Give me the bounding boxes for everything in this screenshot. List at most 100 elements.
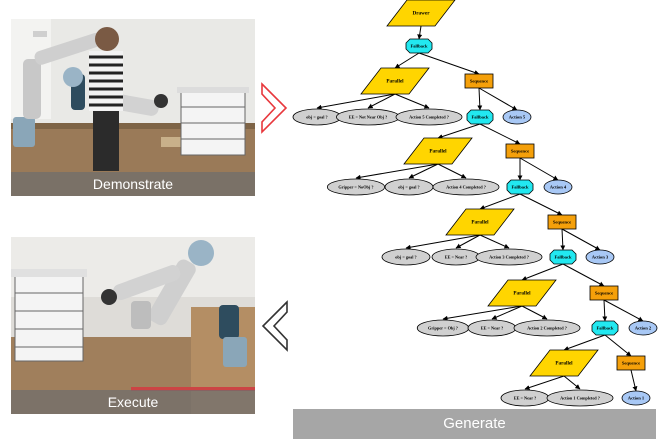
tree-node-action: Action 1	[621, 390, 651, 406]
tree-node-condition: Gripper = Obj ?	[416, 319, 470, 337]
tree-node-condition: Action 1 Completed ?	[546, 389, 614, 407]
tree-node-condition: EE = Near ?	[500, 389, 550, 407]
tree-edge	[603, 299, 644, 322]
tree-node-label: Fallback	[471, 115, 489, 120]
tree-edges	[316, 25, 644, 392]
tree-node-shape	[403, 137, 473, 165]
tree-node-action: Action 5	[502, 109, 532, 125]
tree-node-sequence: Sequence	[616, 355, 646, 371]
tree-node-label: Action 3 Completed ?	[489, 255, 529, 260]
tree-node-sequence: Sequence	[464, 73, 494, 89]
tree-edge	[519, 193, 563, 216]
tree-edge	[455, 234, 481, 249]
tree-node-condition: EE = Not Near Obj ?	[336, 108, 400, 126]
tree-edge	[563, 375, 581, 390]
tree-node-action: Action 4	[543, 179, 573, 195]
tree-node-shape	[381, 248, 431, 266]
tree-node-shape	[505, 143, 535, 159]
tree-node-sequence: Sequence	[505, 143, 535, 159]
tree-edge	[521, 305, 548, 320]
tree-node-parallel: Parallel	[487, 279, 557, 307]
tree-node-label: Gripper = NoObj ?	[338, 185, 373, 190]
tree-node-shape	[386, 0, 456, 27]
tree-node-condition: Action 4 Completed ?	[432, 178, 500, 196]
tree-node-condition: EE = Near ?	[467, 319, 517, 337]
tree-node-label: EE = Near ?	[514, 396, 537, 401]
tree-node-label: obj = goal ?	[398, 185, 419, 190]
tree-node-fallback: Fallback	[506, 179, 534, 195]
tree-edge	[477, 87, 483, 111]
tree-node-label: Parallel	[429, 149, 447, 155]
tree-node-shape	[360, 67, 430, 95]
tree-node-fallback: Fallback	[405, 38, 433, 54]
tree-node-label: Action 1	[628, 396, 645, 401]
tree-node-label: Drawer	[413, 11, 431, 17]
tree-edge	[563, 334, 606, 351]
tree-node-sequence: Sequence	[547, 214, 577, 230]
demonstrate-caption: Demonstrate	[11, 172, 255, 196]
tree-node-label: Action 3	[592, 255, 609, 260]
tree-node-shape	[502, 109, 532, 125]
tree-edge	[491, 305, 523, 320]
tree-node-label: Sequence	[511, 149, 529, 154]
tree-node-parallel: Parallel	[360, 67, 430, 95]
tree-node-label: Parallel	[471, 220, 489, 226]
tree-node-shape	[585, 249, 615, 265]
tree-node-label: EE = Near ?	[481, 326, 504, 331]
tree-edge	[367, 93, 396, 109]
tree-edge	[521, 263, 564, 281]
tree-node-label: Sequence	[622, 361, 640, 366]
tree-edge	[442, 305, 523, 321]
tree-node-action: Action 3	[585, 249, 615, 265]
tree-node-condition: EE = Near ?	[431, 248, 481, 266]
tree-node-condition: Action 3 Completed ?	[475, 248, 543, 266]
tree-node-label: Sequence	[470, 79, 488, 84]
tree-node-label: EE = Not Near Obj ?	[349, 115, 388, 120]
tree-node-label: Action 2	[635, 326, 652, 331]
tree-node-label: Gripper = Obj ?	[428, 326, 458, 331]
tree-node-label: Action 5	[509, 115, 526, 120]
tree-node-condition: obj = goal ?	[384, 178, 434, 196]
tree-node-label: Fallback	[596, 326, 614, 331]
tree-node-fallback: Fallback	[466, 109, 494, 125]
chevron-left-icon	[261, 300, 288, 352]
tree-edge	[437, 123, 481, 139]
tree-node-shape	[616, 355, 646, 371]
tree-edge	[437, 163, 467, 179]
tree-node-fallback: Fallback	[549, 249, 577, 265]
tree-node-label: Fallback	[410, 44, 428, 49]
tree-node-fallback: Fallback	[591, 320, 619, 336]
tree-node-label: Parallel	[513, 291, 531, 297]
tree-node-shape	[466, 109, 494, 125]
tree-node-shape	[464, 73, 494, 89]
tree-node-action: Action 2	[628, 320, 658, 336]
tree-node-condition: obj = goal ?	[381, 248, 431, 266]
tree-node-condition: Action 2 Completed ?	[513, 319, 581, 337]
tree-node-label: obj = goal ?	[395, 255, 416, 260]
tree-edge	[355, 163, 439, 180]
tree-node-sequence: Sequence	[589, 285, 619, 301]
tree-node-shape	[591, 320, 619, 336]
tree-node-shape	[589, 285, 619, 301]
tree-node-shape	[628, 320, 658, 336]
tree-edge	[560, 228, 566, 251]
execute-caption: Execute	[11, 390, 255, 414]
tree-edge	[630, 369, 638, 392]
tree-node-label: Action 2 Completed ?	[527, 326, 567, 331]
tree-node-parallel: Parallel	[529, 349, 599, 377]
tree-node-label: Fallback	[511, 185, 529, 190]
demonstrate-photo: Demonstrate	[11, 19, 255, 196]
tree-edge	[524, 375, 565, 390]
generate-bar: Generate	[293, 409, 656, 439]
tree-node-shape	[487, 279, 557, 307]
tree-edge	[602, 299, 608, 322]
tree-node-label: Fallback	[554, 255, 572, 260]
tree-node-shape	[432, 178, 500, 196]
tree-edge	[394, 93, 430, 109]
tree-edge	[561, 228, 601, 251]
tree-node-label: Action 1 Completed ?	[560, 396, 600, 401]
tree-node-condition: Action 5 Completed ?	[395, 108, 463, 126]
execute-photo: Execute	[11, 237, 255, 414]
